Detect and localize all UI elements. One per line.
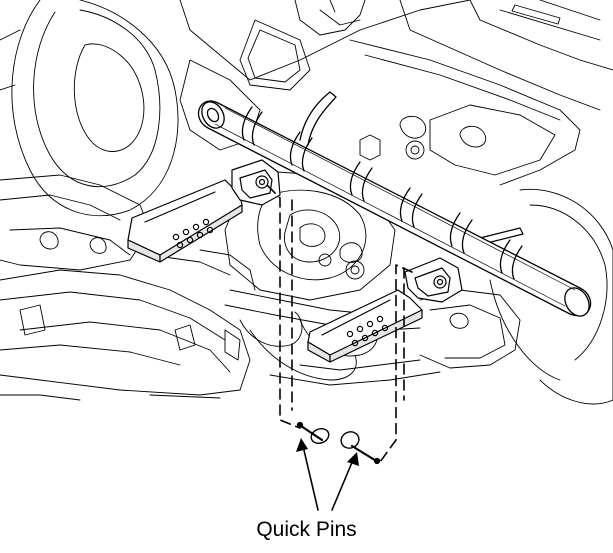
bracket-right [307,227,524,363]
mower-chassis [0,0,613,405]
roller-assembly [197,91,592,317]
quick-pins-label: Quick Pins [256,518,357,541]
bracket-left [127,159,281,263]
arrow-head-left-icon [296,438,308,452]
alignment-lines [267,185,413,463]
callout-arrows [302,445,354,511]
arrow-head-right-icon [347,452,359,466]
quick-pin-left [296,421,330,444]
quick-pin-right [340,431,381,465]
